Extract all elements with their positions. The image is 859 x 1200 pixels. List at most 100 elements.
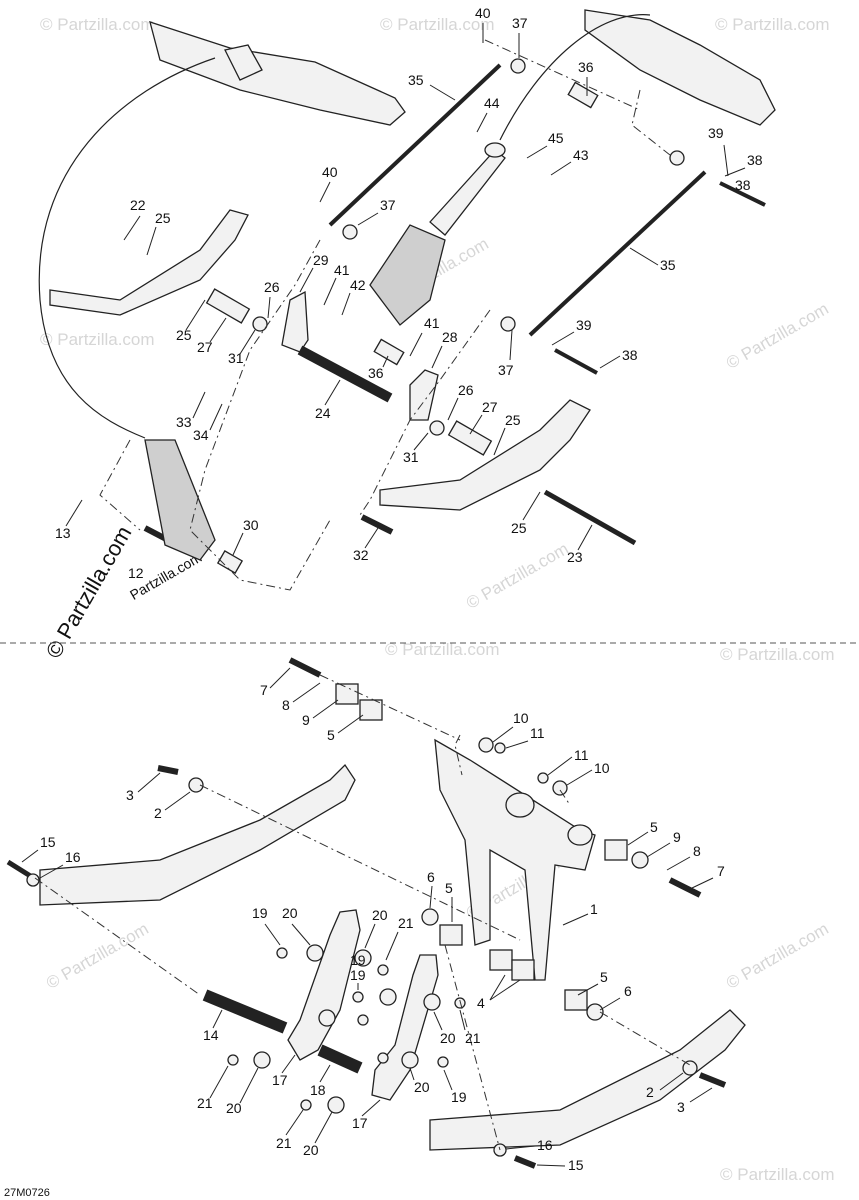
callout-label: 44: [484, 95, 500, 111]
guide-line: [359, 309, 491, 516]
washer-6: [421, 908, 439, 926]
callout-label: 25: [155, 210, 171, 226]
washer-2: [188, 777, 204, 793]
callout-label: 25: [511, 520, 527, 536]
bolt-15: [513, 1155, 537, 1169]
front-arm-assembly: [38, 9, 776, 591]
sleeve-30: [216, 550, 244, 574]
callout-label: 10: [594, 760, 610, 776]
bushing-4: [511, 959, 535, 981]
bolt-3: [157, 765, 179, 775]
bolt-23: [543, 489, 637, 546]
callout-label: 27: [197, 339, 213, 355]
callout-label: 11: [530, 725, 545, 741]
washer-16: [26, 873, 40, 887]
frame-tube-right: [584, 9, 776, 126]
nut-21: [454, 997, 466, 1009]
washer-20: [306, 944, 324, 962]
callout-label: 8: [282, 697, 290, 713]
callout-label: 2: [646, 1084, 654, 1100]
frame-tube-left: [149, 21, 406, 126]
nut-19: [276, 947, 288, 959]
bushing-9: [631, 851, 649, 869]
guide-line: [199, 784, 521, 941]
watermark: © Partzilla.com: [380, 15, 495, 34]
watermark-rotated: © Partzilla.com: [41, 522, 137, 663]
callout-label: 41: [424, 315, 440, 331]
shaft-14: [202, 989, 288, 1034]
callout-label: 25: [505, 412, 521, 428]
callout-label: 9: [302, 712, 310, 728]
callout-label: 37: [512, 15, 528, 31]
guide-line: [189, 239, 331, 591]
washer-10: [478, 737, 494, 753]
nut-19: [377, 1052, 389, 1064]
washer-20: [354, 949, 372, 967]
callouts-bottom: 7 8 9 5 10 11 11 10 3 2 5 9 8 7 15 16 6 …: [21, 667, 725, 1173]
callout-label: 7: [717, 863, 725, 879]
nut-21: [227, 1054, 239, 1066]
bolt-32: [360, 514, 394, 535]
guide-line: [34, 877, 201, 996]
watermark: © Partzilla.com: [723, 919, 832, 993]
bolt-7: [288, 657, 322, 678]
callout-label: 38: [622, 347, 638, 363]
watermark: © Partzilla.com: [720, 645, 835, 664]
callout-label: 20: [440, 1030, 456, 1046]
washer-2: [682, 1060, 698, 1076]
callout-label: 11: [574, 747, 589, 763]
callout-label: 17: [272, 1072, 288, 1088]
callout-label: 21: [398, 915, 414, 931]
guide-line: [559, 789, 571, 806]
nut-11: [494, 742, 506, 754]
callout-label: 39: [576, 317, 592, 333]
arm-28: [409, 369, 439, 421]
callout-label: 30: [243, 517, 259, 533]
callout-label: 28: [442, 329, 458, 345]
guide-line: [631, 89, 671, 156]
callout-label: 19: [252, 905, 268, 921]
callout-label: 26: [264, 279, 280, 295]
callouts-top: 40 37 36 35 44 45 43 40 37 39 38 38 22 2…: [55, 5, 763, 581]
callout-label: 33: [176, 414, 192, 430]
callout-label: 35: [408, 72, 424, 88]
callout-label: 29: [313, 252, 329, 268]
washer-37: [500, 316, 516, 332]
link-17: [371, 954, 439, 1101]
rod-35: [328, 63, 502, 227]
watermark: © Partzilla.com: [385, 640, 500, 659]
reference-arrow: [499, 14, 651, 141]
callout-label: 39: [708, 125, 724, 141]
washer-37: [342, 224, 358, 240]
arm-29: [281, 290, 309, 353]
reference-arrow: [38, 57, 216, 439]
callout-label: 5: [600, 969, 608, 985]
spacer-27: [447, 420, 493, 456]
washer-37: [510, 58, 526, 74]
callout-label: 27: [482, 399, 498, 415]
callout-label: 31: [403, 449, 419, 465]
callout-label: 35: [660, 257, 676, 273]
callout-label: 38: [747, 152, 763, 168]
callout-label: 3: [126, 787, 134, 803]
spacer-18: [317, 1044, 363, 1074]
washer-20: [423, 993, 441, 1011]
bushing-5: [359, 699, 383, 721]
rear-shock: [144, 439, 216, 561]
callout-label: 38: [735, 177, 751, 193]
guide-line: [99, 439, 141, 531]
callout-label: 20: [372, 907, 388, 923]
callout-label: 32: [353, 547, 369, 563]
pivot-end: [567, 824, 593, 846]
callout-label: 20: [303, 1142, 319, 1158]
callout-label: 2: [154, 805, 162, 821]
callout-label: 9: [673, 829, 681, 845]
callout-label: 16: [65, 849, 81, 865]
frame-bracket: [224, 44, 263, 81]
washer-20: [327, 1096, 345, 1114]
bushing-4: [489, 949, 513, 971]
callout-label: 20: [282, 905, 298, 921]
spacer-27: [205, 288, 251, 324]
pivot-tube: [505, 792, 535, 818]
callout-label: 18: [310, 1082, 326, 1098]
